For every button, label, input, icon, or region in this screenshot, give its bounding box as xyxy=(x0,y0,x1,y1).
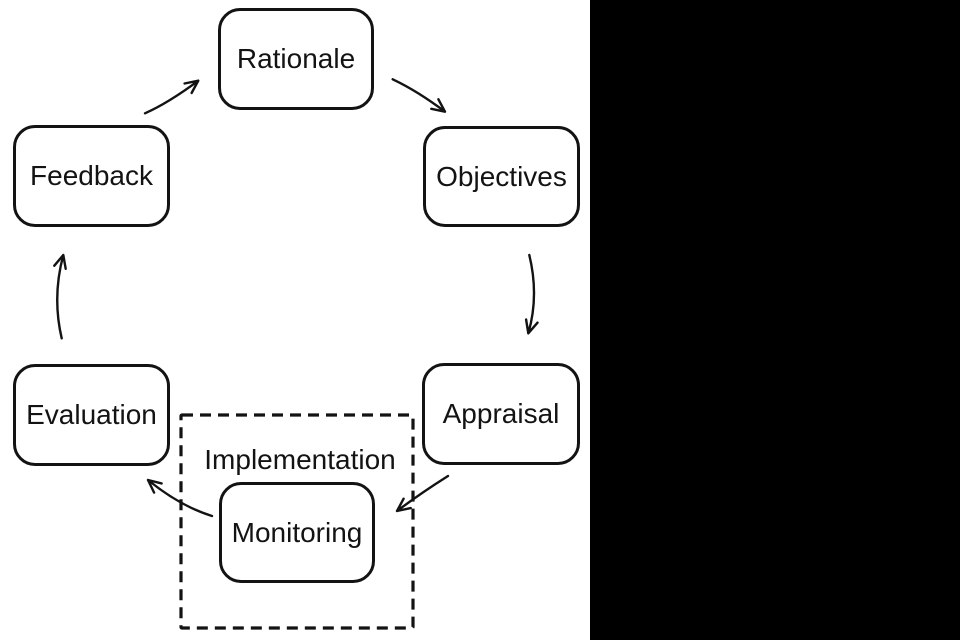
arrow-appraisal-to-monitoring xyxy=(395,474,450,513)
arrow-evaluation-to-feedback xyxy=(53,253,67,340)
node-evaluation-label: Evaluation xyxy=(26,399,157,430)
node-appraisal-label: Appraisal xyxy=(442,398,560,429)
node-monitoring: Monitoring xyxy=(219,482,375,583)
node-objectives: Objectives xyxy=(423,126,580,227)
node-rationale-label: Rationale xyxy=(236,43,356,74)
node-rationale: Rationale xyxy=(218,8,374,110)
node-objectives-label: Objectives xyxy=(436,160,567,192)
arrow-objectives-to-appraisal xyxy=(524,253,539,335)
node-monitoring-label: Monitoring xyxy=(231,516,363,548)
black-side-panel xyxy=(590,0,960,640)
node-appraisal: Appraisal xyxy=(422,363,580,465)
node-feedback: Feedback xyxy=(13,125,170,227)
node-evaluation: Evaluation xyxy=(13,364,170,466)
node-feedback-label: Feedback xyxy=(30,160,153,191)
arrow-monitoring-to-evaluation xyxy=(146,478,214,518)
arrow-feedback-to-rationale xyxy=(143,79,200,115)
implementation-group-label: Implementation xyxy=(204,444,396,475)
arrow-rationale-to-objectives xyxy=(391,78,447,113)
